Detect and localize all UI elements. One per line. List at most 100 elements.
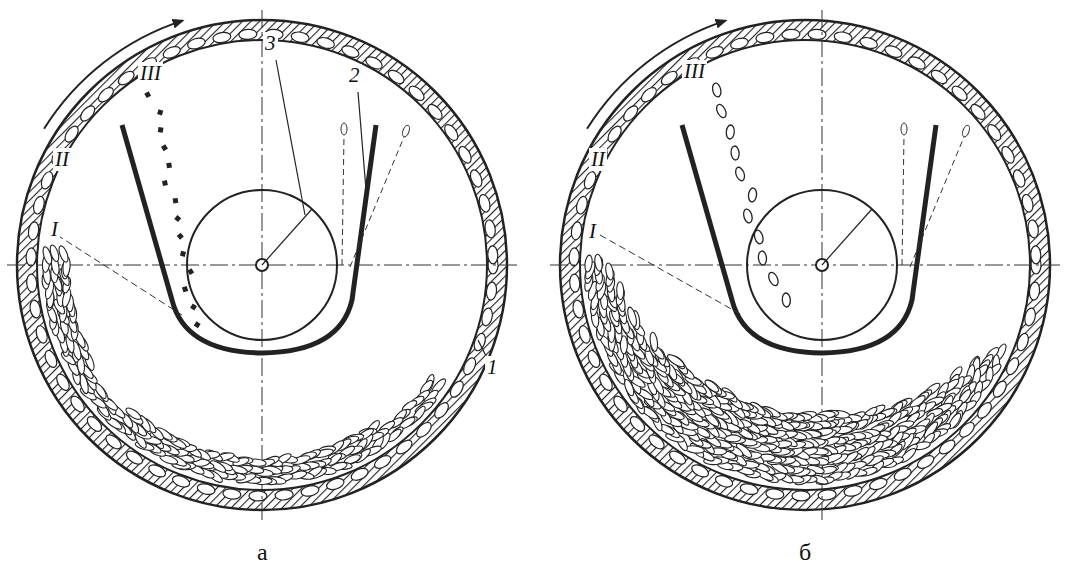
cell-pocket	[32, 195, 46, 215]
cell-pocket	[54, 372, 72, 393]
zone-label: I	[49, 218, 60, 241]
impurity-particle	[157, 109, 163, 115]
falling-grain	[711, 82, 722, 97]
impurity-particle	[190, 304, 197, 311]
cell-pocket	[300, 484, 320, 498]
impurity-particle	[162, 180, 168, 186]
cell-pocket	[892, 466, 913, 483]
zone-label: II	[589, 148, 607, 171]
cell-pocket	[62, 124, 80, 144]
trough	[682, 125, 936, 353]
impurity-particle	[177, 233, 184, 240]
cell-pocket	[639, 85, 659, 105]
cell-pocket	[171, 474, 191, 490]
cell-pocket	[883, 44, 903, 60]
cell-pocket	[26, 248, 37, 266]
figure-caption: б	[797, 539, 813, 565]
grain	[649, 332, 659, 352]
cell-pocket	[868, 476, 888, 491]
trough-position	[901, 123, 907, 135]
cell-pocket	[843, 484, 863, 498]
falling-grain	[782, 293, 791, 308]
auger	[187, 190, 337, 340]
trough-position	[342, 135, 344, 265]
grain	[626, 306, 638, 327]
cell-pocket	[212, 31, 231, 44]
cell-pocket	[991, 379, 1009, 400]
cell-pocket	[461, 356, 478, 377]
throw-line	[600, 235, 742, 315]
cell-pocket	[582, 170, 598, 190]
cell-pocket	[586, 349, 602, 370]
rotation-arrow	[587, 21, 726, 129]
cell-pocket	[26, 274, 37, 293]
cell-pocket	[765, 488, 784, 500]
falling-grain	[753, 229, 764, 245]
cell-pocket	[1020, 193, 1034, 213]
cell-pocket	[621, 103, 640, 123]
impurity-particle	[194, 321, 201, 328]
center-line	[550, 265, 1060, 266]
cell-pocket	[575, 195, 589, 215]
cell-pocket	[96, 85, 116, 105]
leader-line	[478, 340, 486, 356]
cell-pocket	[975, 400, 994, 420]
cell-pocket	[755, 31, 774, 44]
cell-pocket	[468, 168, 484, 188]
cell-pocket	[222, 488, 241, 500]
impurity-particle	[174, 215, 181, 222]
cell-pocket	[782, 29, 801, 40]
cell-pocket	[186, 36, 206, 51]
cell-pocket	[147, 462, 168, 479]
cell-pocket	[611, 394, 630, 414]
cell-pocket	[792, 491, 810, 501]
cell-pocket	[950, 84, 970, 103]
cell-pocket	[605, 124, 623, 144]
falling-grain	[734, 166, 746, 182]
cell-pocket	[569, 274, 580, 293]
cell-pocket	[705, 44, 725, 60]
cell-pocket	[477, 193, 491, 213]
impurity-particle	[173, 198, 179, 204]
trough-position	[341, 123, 347, 135]
falling-grain	[767, 271, 780, 287]
cell-pocket	[937, 438, 957, 457]
falling-grain	[730, 146, 739, 161]
cell-pocket	[833, 31, 852, 44]
cell-pocket	[275, 489, 294, 501]
cell-pocket	[569, 248, 580, 266]
cell-pocket	[915, 453, 936, 471]
cell-pocket	[729, 36, 749, 51]
cell-pocket	[968, 102, 987, 122]
radius-line	[822, 209, 872, 265]
cell-pocket	[349, 466, 370, 483]
cell-pocket	[572, 299, 585, 319]
callout-number: 3	[263, 32, 278, 55]
zone-label: II	[53, 148, 71, 171]
cell-pocket	[162, 44, 182, 60]
cell-pocket	[407, 84, 427, 103]
cell-pocket	[1023, 307, 1037, 327]
cell-pocket	[414, 420, 434, 440]
cell-pocket	[39, 170, 55, 190]
impurity-particle	[180, 251, 186, 257]
callout-number: 1	[485, 356, 500, 379]
cell-pocket	[667, 448, 688, 466]
cell-pocket	[249, 491, 267, 501]
cell-pocket	[27, 221, 40, 240]
cell-pocket	[103, 432, 123, 451]
impurity-particle	[144, 91, 151, 98]
grain	[594, 254, 603, 272]
cell-pocket	[714, 474, 734, 490]
figure-caption: а	[255, 539, 270, 565]
cell-pocket	[364, 54, 385, 71]
cell-pocket	[570, 221, 583, 240]
grain	[616, 282, 624, 300]
cell-pocket	[659, 69, 679, 88]
cell-pocket	[1029, 282, 1041, 301]
drum	[7, 10, 517, 520]
cell-pocket	[29, 299, 42, 319]
cell-pocket	[597, 372, 615, 393]
cell-pocket	[325, 476, 345, 491]
cell-pocket	[290, 31, 309, 44]
